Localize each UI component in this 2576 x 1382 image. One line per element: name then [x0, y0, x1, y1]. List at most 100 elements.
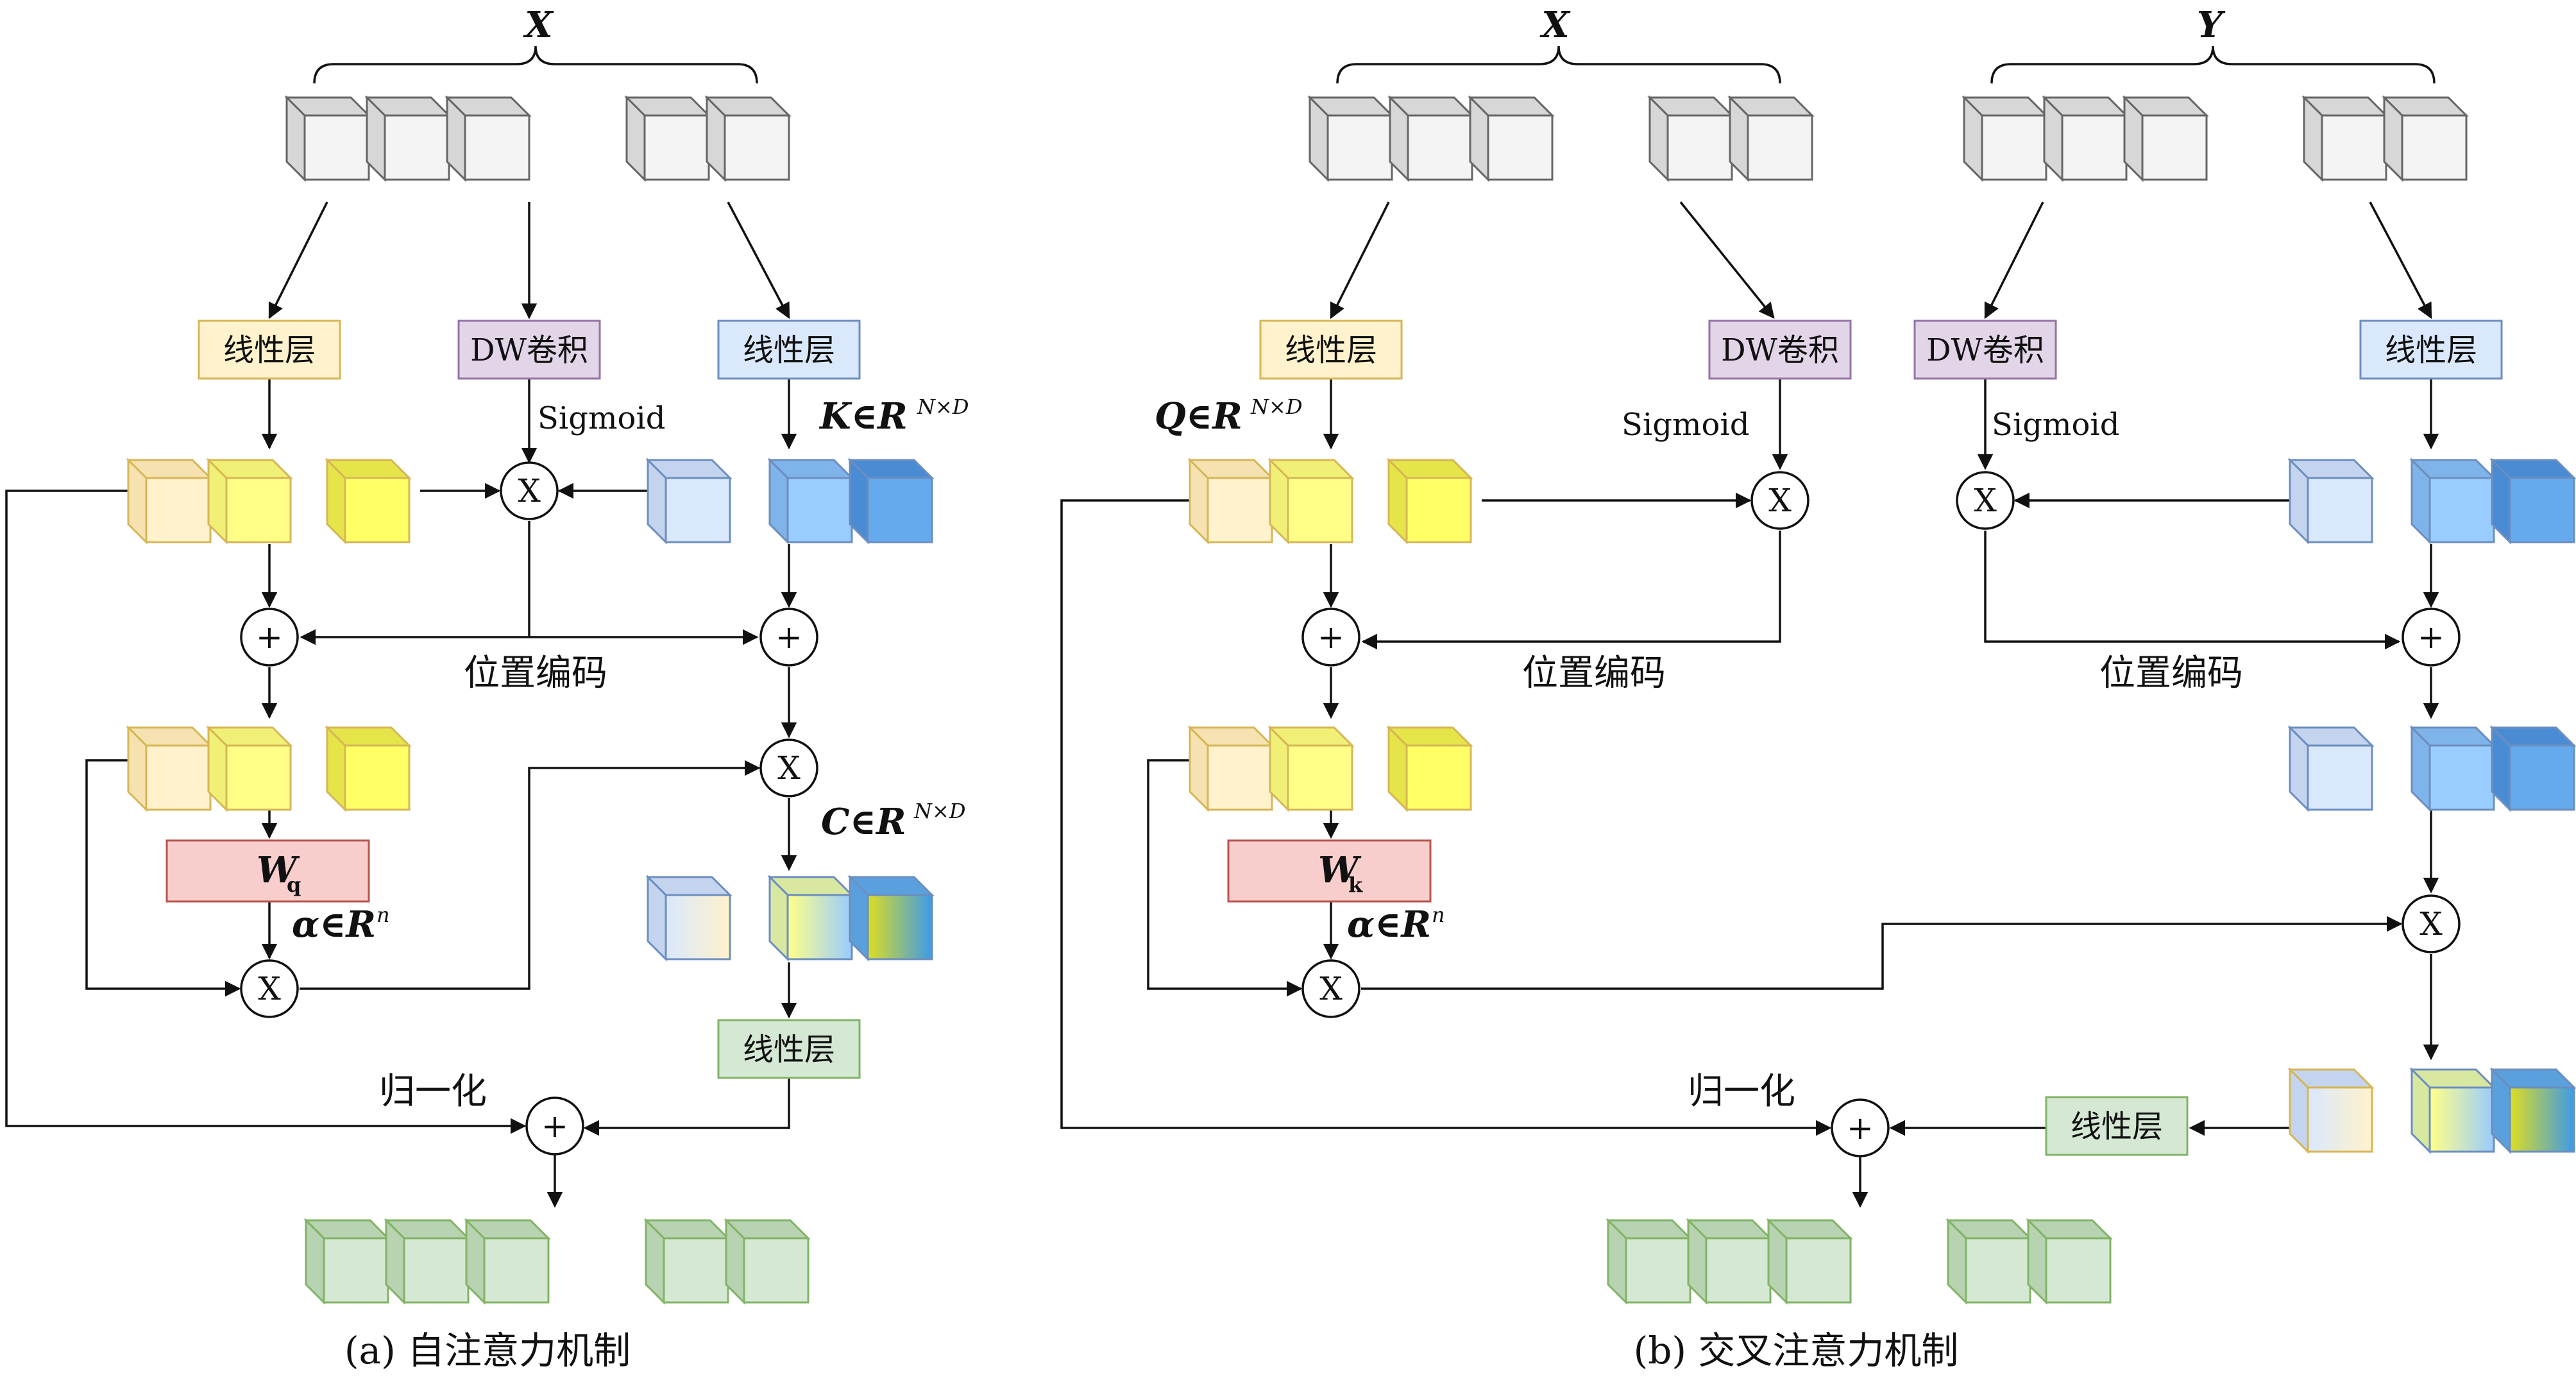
query-cube — [1187, 457, 1275, 545]
input-cube-y-5 — [2382, 95, 2469, 182]
connector-q-bypass — [85, 759, 241, 997]
alpha-superscript: n — [1432, 903, 1445, 927]
sigmoid-label: Sigmoid — [1622, 407, 1749, 443]
svg-text:X: X — [1974, 482, 1997, 519]
arrow-y-to-linear — [2369, 201, 2432, 320]
svg-text:+: + — [775, 618, 802, 656]
brace-x-b — [1336, 46, 1781, 84]
output-cube-b-3 — [1766, 1218, 1853, 1305]
arrow-input-to-linear — [268, 201, 328, 320]
c-superscript: N×D — [913, 799, 965, 823]
svg-text:X: X — [1768, 482, 1792, 519]
input-cube-a-2 — [364, 95, 452, 182]
linear-layer-box: 线性层 — [2045, 1096, 2189, 1156]
query-cube — [126, 725, 213, 812]
query-cube — [1187, 725, 1275, 812]
brace-y-b — [1990, 46, 2436, 84]
arrow-input-to-linear — [727, 201, 790, 320]
svg-text:X: X — [518, 472, 541, 509]
output-c-cube — [2409, 1067, 2496, 1154]
alpha-label: α∈R — [292, 903, 376, 946]
svg-text:DW卷积: DW卷积 — [1926, 332, 2044, 368]
input-cube-y-3 — [2122, 95, 2209, 182]
svg-text:X: X — [1319, 970, 1343, 1007]
input-label-y: Y — [2197, 4, 2226, 46]
connector-residual — [1060, 499, 1832, 1136]
gradient-cube — [645, 874, 733, 962]
query-cube — [126, 457, 213, 545]
add-op-final: + — [525, 1096, 584, 1156]
svg-text:+: + — [256, 618, 283, 656]
svg-text:DW卷积: DW卷积 — [470, 332, 588, 368]
linear-layer-box: 线性层 — [2359, 320, 2503, 380]
output-cube-b-4 — [1945, 1218, 2033, 1305]
connector-mul-to-mul2 — [300, 760, 761, 990]
output-cube-b-5 — [2026, 1218, 2113, 1305]
alpha-label: α∈R — [1347, 903, 1431, 946]
svg-text:线性层: 线性层 — [223, 332, 316, 368]
q-label: Q∈R — [1155, 395, 1242, 438]
linear-layer-box: 线性层 — [198, 320, 341, 380]
svg-text:线性层: 线性层 — [743, 332, 835, 368]
connector-q-bypass — [1147, 759, 1303, 997]
wk-box: Wk — [1227, 839, 1432, 903]
sigmoid-label: Sigmoid — [1992, 407, 2119, 443]
query-cube-extra — [325, 725, 412, 812]
svg-text:线性层: 线性层 — [1285, 332, 1377, 368]
query-cube — [1267, 457, 1355, 545]
positional-encoding-label: 位置编码 — [1522, 653, 1666, 694]
multiply-op-3: X — [240, 959, 299, 1018]
key-cube — [2489, 457, 2576, 545]
alpha-superscript: n — [377, 903, 390, 927]
caption-a: (a) 自注意力机制 — [344, 1329, 631, 1372]
normalization-label: 归一化 — [1688, 1071, 1795, 1113]
svg-text:线性层: 线性层 — [2071, 1109, 2163, 1145]
input-cube-x-1 — [1307, 95, 1394, 182]
multiply-op-1: X — [500, 461, 559, 520]
k-label: K∈R — [818, 395, 908, 438]
add-op-right: + — [2402, 608, 2461, 667]
input-cube-y-4 — [2301, 95, 2389, 182]
input-cube-y-1 — [1962, 95, 2049, 182]
q-superscript: N×D — [1250, 395, 1302, 419]
output-c-cube — [767, 874, 854, 962]
output-cube-a-4 — [643, 1218, 731, 1305]
c-label: C∈R — [821, 801, 906, 843]
input-cube-x-5 — [1727, 95, 1815, 182]
output-c-cube — [847, 874, 935, 962]
svg-text:线性层: 线性层 — [743, 1032, 835, 1068]
input-cube-a-5 — [704, 95, 792, 182]
connector-mul-to-mul2 — [1361, 916, 2403, 990]
svg-text:X: X — [777, 749, 801, 787]
dw-conv-box: DW卷积 — [1708, 320, 1852, 380]
multiply-op-2: X — [759, 738, 818, 798]
arrow-pos-left — [1361, 531, 1781, 650]
key-cube — [847, 457, 935, 545]
query-cube-extra — [1386, 725, 1473, 812]
brace-x-a — [313, 46, 758, 84]
add-op-final: + — [1831, 1098, 1890, 1157]
query-cube — [1267, 725, 1355, 812]
query-cube — [206, 725, 293, 812]
normalization-label: 归一化 — [379, 1071, 487, 1113]
svg-text:+: + — [1847, 1109, 1874, 1147]
input-cube-x-2 — [1387, 95, 1475, 182]
arrow-y-to-dw — [1984, 201, 2044, 320]
wq-box: Wq — [165, 839, 370, 903]
multiply-op-2: X — [2402, 894, 2461, 953]
query-cube-extra — [325, 457, 412, 545]
input-label-x: X — [523, 4, 554, 46]
output-cube-a-1 — [303, 1218, 391, 1305]
output-cube-b-2 — [1686, 1218, 1773, 1305]
add-op-left: + — [240, 608, 299, 667]
weight-cube — [645, 457, 733, 545]
output-c-cube — [2489, 1067, 2576, 1154]
arrow-linear-to-add — [583, 1078, 790, 1136]
input-cube-a-1 — [284, 95, 371, 182]
connector-lines — [5, 46, 2439, 1208]
svg-text:+: + — [1318, 618, 1344, 656]
